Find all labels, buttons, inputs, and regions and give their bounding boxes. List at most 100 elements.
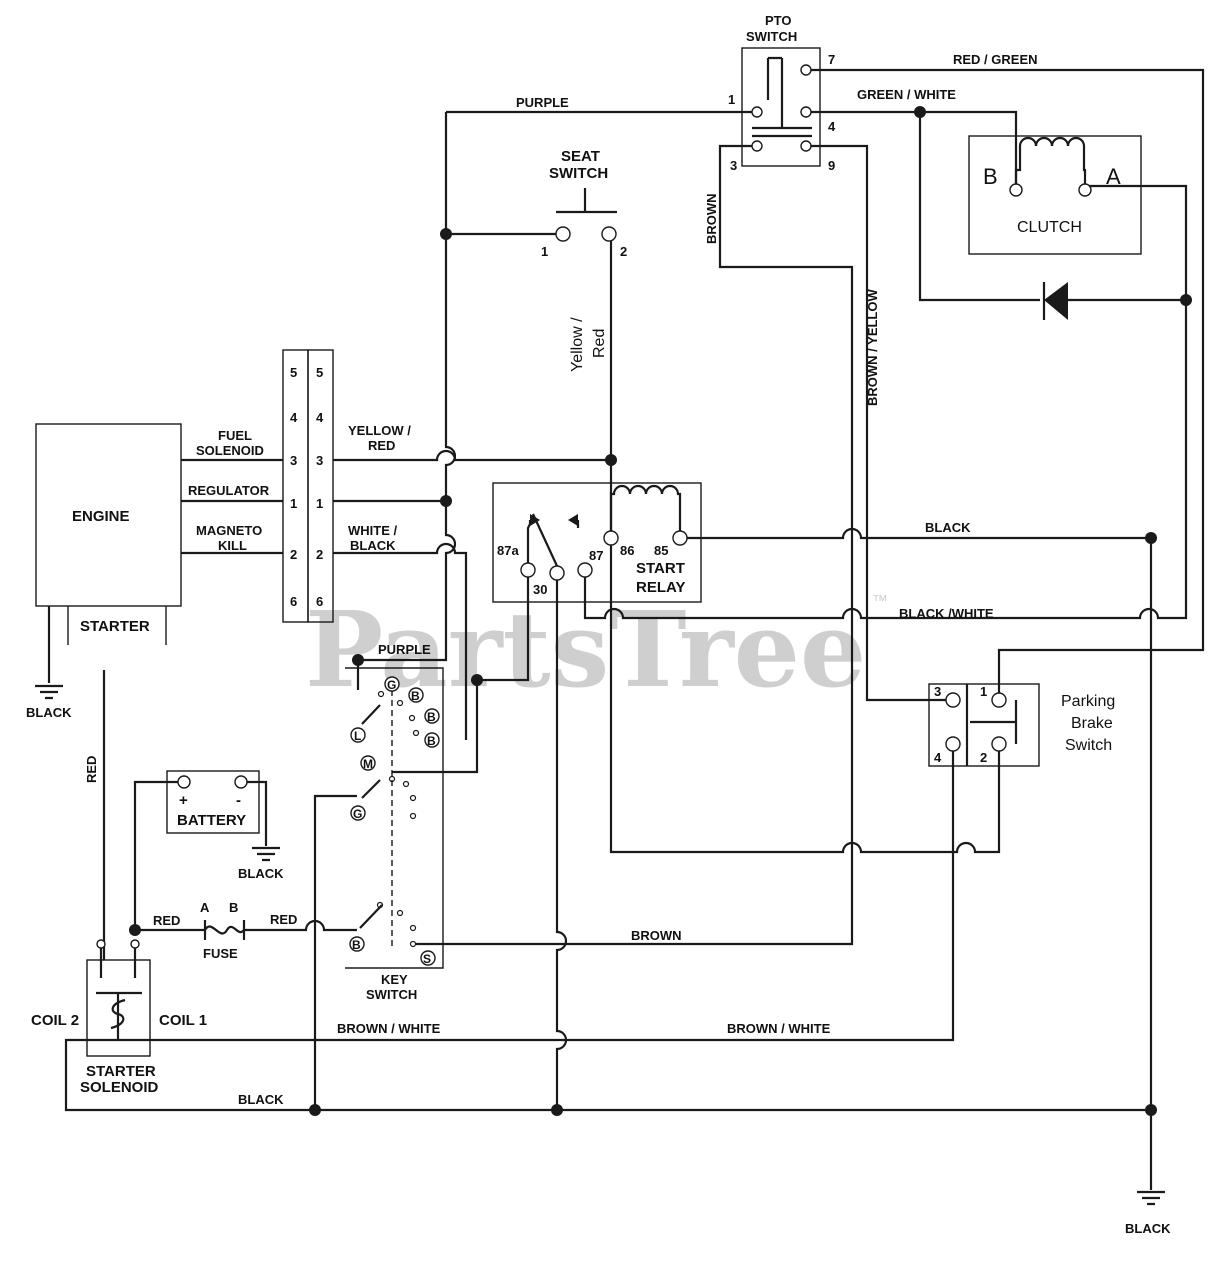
pto-switch: PTO SWITCH 7 1 4 3 9 (728, 13, 836, 173)
label-red-fuse-left: RED (153, 913, 180, 928)
label-purple-top: PURPLE (516, 95, 569, 110)
parking-brake-switch: 3 1 4 2 Parking Brake Switch (928, 683, 1115, 767)
engine-label: ENGINE (72, 508, 130, 525)
magneto-kill-label-2: KILL (218, 538, 247, 553)
parking-term-3: 3 (934, 684, 941, 699)
pto-term-7: 7 (828, 52, 835, 67)
seat-label-1: SEAT (561, 148, 600, 165)
fuel-solenoid-label-2: SOLENOID (196, 443, 264, 458)
diode-icon (1042, 282, 1068, 320)
pin-left-4: 4 (290, 410, 298, 425)
relay-term-87a: 87a (497, 543, 519, 558)
wires (47, 68, 1205, 1190)
pin-left-2: 2 (290, 547, 297, 562)
key-term-b1: B (411, 689, 420, 703)
key-term-b4: B (352, 938, 361, 952)
solenoid-label-1: STARTER (86, 1063, 156, 1080)
engine-ground-icon: BLACK (26, 684, 72, 720)
seat-label-2: SWITCH (549, 165, 608, 182)
key-term-g1: G (387, 678, 396, 692)
label-yellow-red-conn-2: RED (368, 438, 395, 453)
engine-connector: 5 4 3 1 2 6 5 4 3 1 2 6 (282, 349, 334, 623)
engine-ground-label: BLACK (26, 705, 72, 720)
solenoid-label-2: SOLENOID (80, 1079, 159, 1096)
label-brown-white-right: BROWN / WHITE (727, 1021, 831, 1036)
label-brown-key: BROWN (631, 928, 682, 943)
junction-dots (129, 106, 1192, 1116)
engine: ENGINE STARTER FUEL SOLENOID REGULATOR M… (35, 423, 270, 645)
parking-term-2: 2 (980, 750, 987, 765)
parking-term-1: 1 (980, 684, 987, 699)
label-yellow-red-seat-1: Yellow / (569, 317, 586, 372)
label-white-black-2: BLACK (350, 538, 396, 553)
label-purple-key: PURPLE (378, 642, 431, 657)
label-white-black-1: WHITE / (348, 523, 397, 538)
fuel-solenoid-label-1: FUEL (218, 428, 252, 443)
pto-term-9: 9 (828, 158, 835, 173)
pin-right-3: 3 (316, 453, 323, 468)
parking-label-3: Switch (1065, 737, 1112, 754)
fuse: A B FUSE (200, 900, 246, 961)
label-brown-white-left: BROWN / WHITE (337, 1021, 441, 1036)
battery-minus: - (236, 792, 241, 809)
coil-2-label: COIL 2 (31, 1012, 79, 1029)
label-black-relay: BLACK (925, 520, 971, 535)
wire-labels: PURPLE RED / GREEN GREEN / WHITE BROWN B… (84, 52, 1038, 1107)
battery-plus: + (179, 792, 188, 809)
coil-1-label: COIL 1 (159, 1012, 207, 1029)
starter-solenoid: COIL 2 COIL 1 STARTER SOLENOID (31, 939, 207, 1096)
label-red-green: RED / GREEN (953, 52, 1038, 67)
key-term-b2: B (427, 710, 436, 724)
seat-term-2: 2 (620, 244, 627, 259)
pto-label-2: SWITCH (746, 29, 797, 44)
magneto-kill-label-1: MAGNETO (196, 523, 262, 538)
label-yellow-red-seat-2: Red (591, 329, 608, 358)
label-yellow-red-conn-1: YELLOW / (348, 423, 411, 438)
parking-term-4: 4 (934, 750, 942, 765)
key-label-1: KEY (381, 972, 408, 987)
fuse-b: B (229, 900, 238, 915)
clutch: B A CLUTCH (968, 135, 1142, 255)
relay-term-87: 87 (589, 548, 603, 563)
pto-label-1: PTO (765, 13, 792, 28)
battery-ground-icon: BLACK (238, 846, 284, 881)
fuse-label: FUSE (203, 946, 238, 961)
relay-label-2: RELAY (636, 579, 685, 596)
relay-term-85: 85 (654, 543, 668, 558)
battery: + - BATTERY (166, 770, 260, 834)
pin-right-2: 2 (316, 547, 323, 562)
battery-label: BATTERY (177, 812, 246, 829)
battery-ground-label: BLACK (238, 866, 284, 881)
parking-label-2: Brake (1071, 715, 1113, 732)
seat-term-1: 1 (541, 244, 548, 259)
main-ground-icon: BLACK (1125, 1190, 1171, 1236)
label-brown-pto: BROWN (704, 193, 719, 244)
pto-term-1: 1 (728, 92, 735, 107)
watermark-trademark: ™ (872, 593, 888, 610)
pin-right-5: 5 (316, 365, 323, 380)
label-brown-yellow: BROWN / YELLOW (865, 289, 880, 406)
pin-right-4: 4 (316, 410, 324, 425)
start-relay: 87a 30 87 86 85 START RELAY (492, 482, 702, 603)
pin-left-1: 1 (290, 496, 297, 511)
label-red-starter: RED (84, 756, 99, 783)
pin-left-6: 6 (290, 594, 297, 609)
seat-switch: SEAT SWITCH 1 2 (541, 148, 627, 259)
label-black-bottom: BLACK (238, 1092, 284, 1107)
starter-label: STARTER (80, 618, 150, 635)
pin-right-6: 6 (316, 594, 323, 609)
key-term-m: M (363, 757, 373, 771)
clutch-label: CLUTCH (1017, 219, 1082, 236)
main-ground-label: BLACK (1125, 1221, 1171, 1236)
parking-label-1: Parking (1061, 693, 1115, 710)
regulator-label: REGULATOR (188, 483, 270, 498)
pin-right-1: 1 (316, 496, 323, 511)
pto-term-4: 4 (828, 119, 836, 134)
key-term-g2: G (353, 807, 362, 821)
clutch-term-a: A (1106, 164, 1121, 189)
pto-term-3: 3 (730, 158, 737, 173)
fuse-a: A (200, 900, 210, 915)
pin-left-5: 5 (290, 365, 297, 380)
label-green-white: GREEN / WHITE (857, 87, 956, 102)
